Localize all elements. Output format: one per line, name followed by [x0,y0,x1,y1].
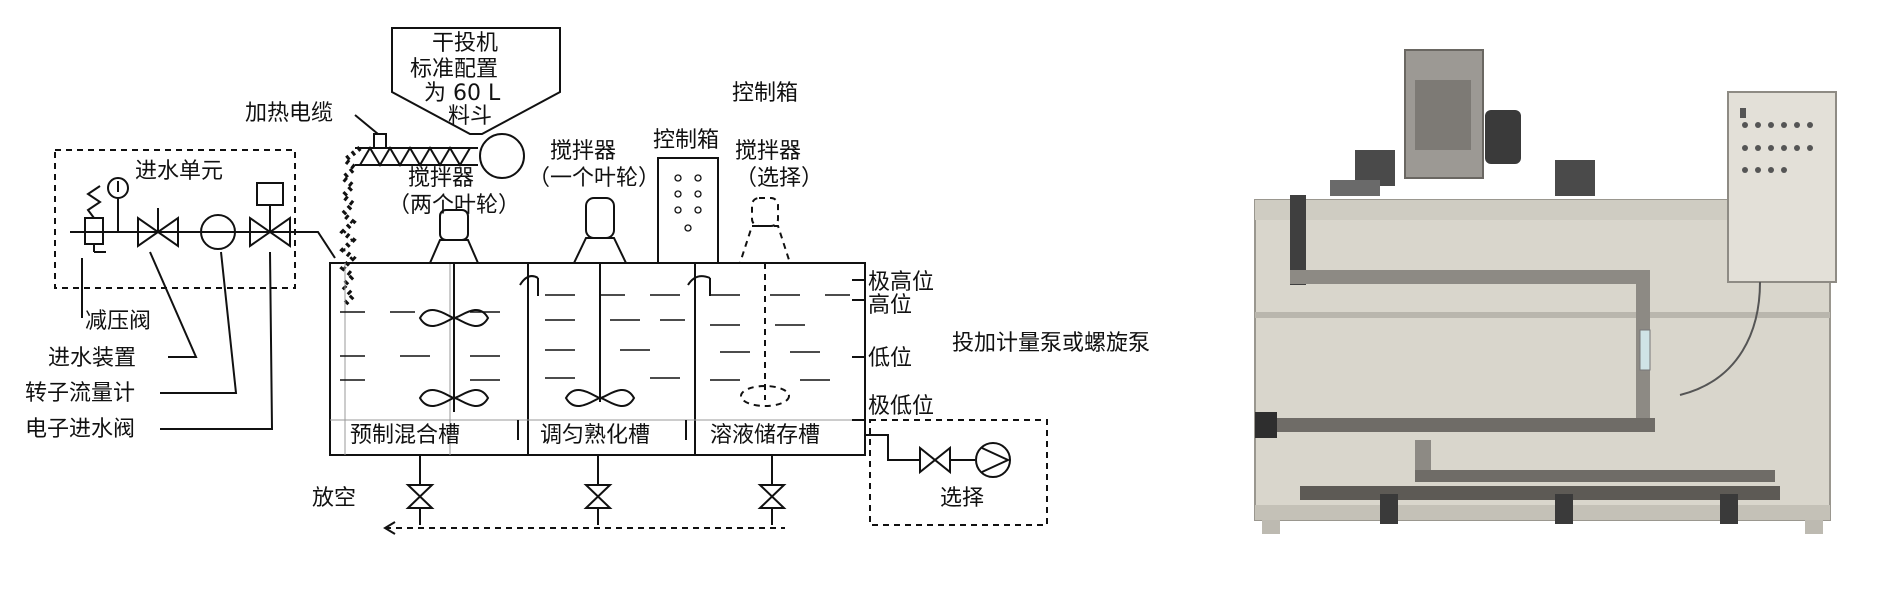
tank-2-label: 调匀熟化槽 [540,423,650,448]
inlet-valve-icon [137,208,179,248]
control-box-label: 控制箱 [653,128,719,153]
stirrer-opt-label-2: （选择） [735,166,823,191]
overflow-arrows [517,275,711,440]
stirrer-two-impellers [418,209,490,412]
heating-cable-leader [354,114,379,135]
inlet-pipe-bend [300,231,336,259]
control-box-dots [674,174,702,232]
stirrer-one-label-1: 搅拌器 [550,139,616,164]
hopper-line-4: 料斗 [448,104,492,129]
pressure-valve-label: 减压阀 [85,309,151,334]
liquid-dashes [340,294,850,381]
control-box [657,157,719,264]
option-label: 选择 [940,486,984,511]
dosing-pump-label: 投加计量泵或螺旋泵 [952,331,1150,356]
inlet-unit-label: 进水单元 [135,159,223,184]
level-very-low-label: 极低位 [868,394,934,419]
pump-option-box [869,419,1048,526]
level-high-label: 高位 [868,293,912,318]
equipment-photo [1254,49,1837,534]
heating-cable-label: 加热电缆 [245,101,333,126]
level-very-high-label: 极高位 [868,270,934,295]
stirrer-one-impeller [564,197,636,407]
control-box-top-label: 控制箱 [732,81,798,106]
stirrer-two-label-2: （两个叶轮） [388,193,520,218]
screw-feeder [355,133,525,179]
stirrer-optional [738,197,792,407]
level-low-label: 低位 [868,346,912,371]
electronic-valve-label: 电子进水阀 [25,417,135,442]
pump-valve-icon [919,445,951,475]
leader-inlet-device [149,251,198,358]
drain-valves [405,455,787,525]
inlet-unit-box [54,149,296,289]
hopper-line-3: 为 60 L [424,81,501,106]
stirrer-opt-label-1: 搅拌器 [735,139,801,164]
stirrer-one-label-2: （一个叶轮） [528,166,660,191]
pressure-gauge-icon [107,177,129,232]
drain-arrow [383,521,396,535]
pump-pipe [865,434,920,461]
pump-icon [975,442,1011,478]
electronic-valve-icon [249,182,291,248]
tank-1-label: 预制混合槽 [350,423,460,448]
leader-rotameter [160,251,238,394]
hopper [391,27,561,135]
heating-cable-coil [339,146,362,306]
tank-3-label: 溶液储存槽 [710,423,820,448]
pressure-reducing-valve-icon [84,185,106,253]
rotameter-label: 转子流量计 [25,381,135,406]
rotameter-icon [200,214,236,250]
hopper-line-1: 干投机 [432,31,498,56]
drain-label: 放空 [312,486,356,511]
stirrer-two-label-1: 搅拌器 [408,166,474,191]
inlet-device-label: 进水装置 [48,346,136,371]
leader-electronic-valve [160,251,274,430]
hopper-line-2: 标准配置 [410,57,498,82]
